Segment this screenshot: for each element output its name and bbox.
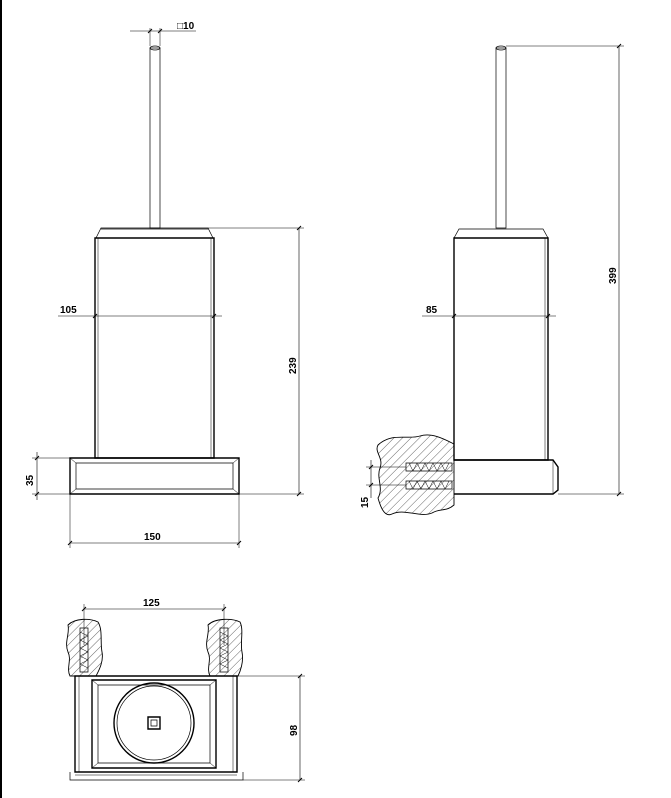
top-rod-square-inner xyxy=(151,720,157,726)
front-base-inner xyxy=(76,463,233,489)
depth-label: 98 xyxy=(289,724,300,736)
side-rod-tip xyxy=(495,45,507,51)
top-anchor-left-thread xyxy=(80,632,88,668)
front-base-bevel-br xyxy=(233,489,239,494)
side-body xyxy=(454,238,548,460)
side-base xyxy=(454,460,558,494)
mount-spacing-label: 125 xyxy=(143,598,160,609)
top-frame-bevel-br xyxy=(210,763,216,768)
top-frame-inner xyxy=(98,685,210,763)
top-frame-bevel-tl xyxy=(92,680,98,685)
top-frame-bevel-bl xyxy=(92,763,98,768)
fixing-spacing-label: 15 xyxy=(360,496,371,508)
base-width-label: 150 xyxy=(144,532,161,543)
top-base-front-lip xyxy=(70,772,243,780)
base-height-label: 35 xyxy=(25,474,36,486)
front-cap xyxy=(96,228,213,238)
side-view: 85 15 399 xyxy=(360,45,624,515)
front-rod xyxy=(150,48,160,228)
dimension-ticks xyxy=(35,29,621,782)
top-cylinder-inner xyxy=(117,686,191,760)
front-body xyxy=(95,238,214,458)
side-cap xyxy=(454,229,548,238)
front-base-bevel-tr xyxy=(233,458,239,463)
top-rod-square xyxy=(148,717,160,729)
top-wall-left xyxy=(67,619,103,676)
top-frame-outer xyxy=(92,680,216,768)
top-frame-bevel-tr xyxy=(210,680,216,685)
top-anchor-right xyxy=(220,628,228,672)
rod-square-label: □10 xyxy=(177,21,195,32)
sheet-border-left xyxy=(0,0,2,798)
side-wall-section xyxy=(377,435,454,515)
top-anchor-right-thread xyxy=(220,632,228,668)
front-base xyxy=(70,458,239,494)
top-base-outline xyxy=(75,676,237,772)
top-anchor-left xyxy=(80,628,88,672)
top-view: 125 98 xyxy=(67,598,305,780)
top-cylinder-outer xyxy=(114,683,194,763)
front-height-label: 239 xyxy=(288,357,299,374)
side-diameter-label: 85 xyxy=(426,305,438,316)
top-wall-right xyxy=(207,619,243,676)
front-base-bevel-tl xyxy=(70,458,76,463)
front-diameter-label: 105 xyxy=(60,305,77,316)
front-view: □10 105 35 239 150 xyxy=(25,21,304,548)
total-height-label: 399 xyxy=(608,267,619,284)
front-base-bevel-bl xyxy=(70,489,76,494)
side-rod xyxy=(496,48,506,228)
front-rod-tip xyxy=(149,45,161,51)
